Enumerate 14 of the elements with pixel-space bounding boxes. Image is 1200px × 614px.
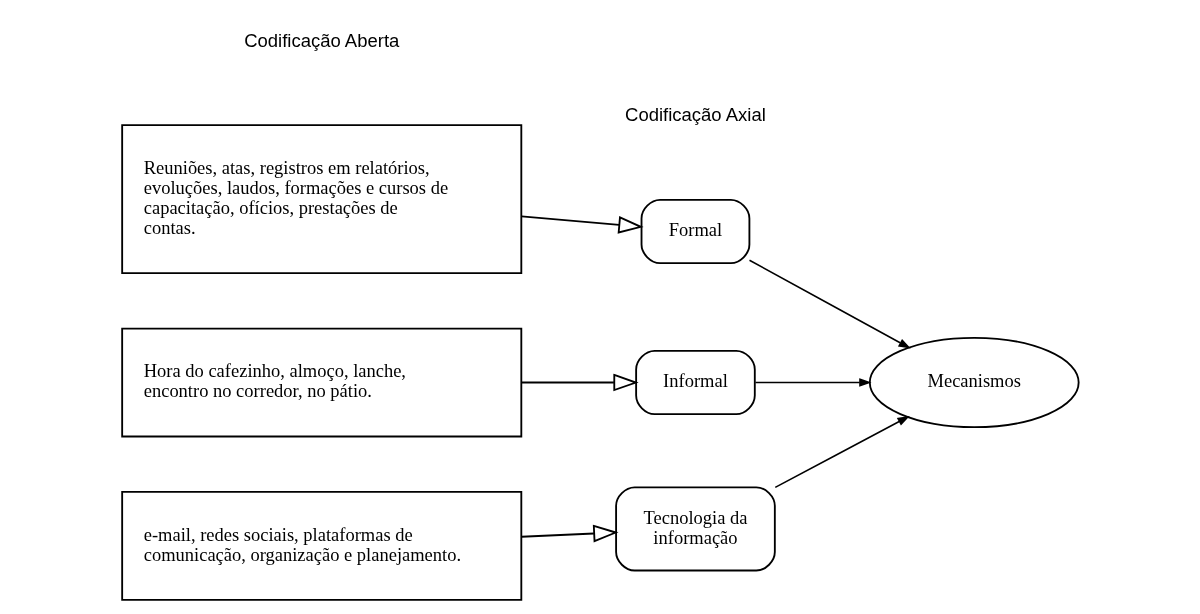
label: Codificação Aberta: [243, 29, 399, 51]
arrow: [520, 373, 639, 392]
node-box: Informal: [634, 350, 756, 416]
node-box: e-mail, redes sociais, plataformas de comunicação, organização e planejamento.: [120, 491, 522, 601]
arrow: [520, 524, 619, 543]
arrow: [748, 259, 911, 349]
node-box: Hora do cafezinho, almoço, lanche, encontro no corredor, no pátio.: [120, 327, 522, 438]
arrow: [520, 215, 644, 234]
arrow: [754, 378, 872, 387]
node-box: Reuniões, atas, registros em relatórios, evoluções, laudos, formações e cursos de capacitação, ofícios, prestações de contas.: [120, 124, 522, 275]
label: Codificação Axial: [624, 103, 766, 125]
arrow: [774, 415, 910, 489]
node-box: Tecnologia da informação: [614, 486, 776, 572]
node-box: Formal: [640, 198, 750, 264]
